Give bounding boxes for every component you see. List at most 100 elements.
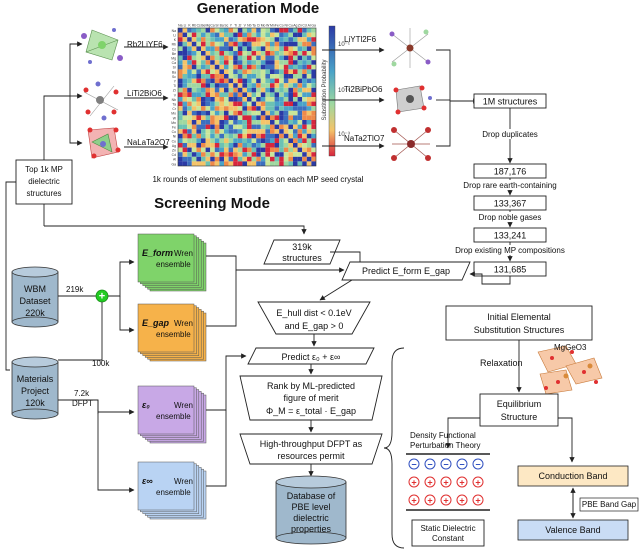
charge-symbol: − (427, 459, 432, 469)
heatmap-cell (306, 147, 312, 153)
heatmap-cell (205, 74, 211, 79)
heatmap-cell (242, 41, 247, 47)
heatmap-cell (233, 74, 238, 79)
heatmap-cell (187, 78, 192, 84)
heatmap-row-label: Co (172, 130, 176, 134)
heatmap-cell (293, 69, 298, 74)
heatmap-cell (191, 87, 197, 93)
heatmap-cell (214, 41, 220, 47)
positive-charge (456, 476, 468, 488)
heatmap-cell (256, 46, 261, 51)
heatmap-cell (191, 74, 197, 79)
heatmap-cell (265, 46, 270, 51)
charge-symbol: + (459, 495, 464, 505)
heatmap-cell (233, 147, 238, 153)
heatmap-cell (224, 143, 229, 148)
heatmap-cell (274, 92, 280, 97)
heatmap-col-label: Zn (298, 24, 302, 28)
heatmap-cell (288, 69, 293, 74)
heatmap-cell (270, 41, 275, 47)
seed-label-liti2bio6: LiTi2BiO6 (127, 89, 162, 98)
heatmap-cell (311, 46, 316, 51)
ensemble-egap-card (137, 303, 195, 353)
heatmap-cell (182, 41, 188, 47)
heatmap-cell (182, 97, 188, 102)
heatmap-cell (256, 101, 261, 107)
heatmap-cell (233, 161, 238, 166)
heatmap-cell (214, 87, 220, 93)
heatmap-cell (205, 147, 211, 153)
generated-crystal-1-image (389, 28, 431, 68)
negative-charge (408, 458, 420, 470)
heatmap-cell (219, 55, 224, 61)
heatmap-cell (233, 46, 238, 51)
heatmap-cell (270, 115, 275, 120)
heatmap-cell (306, 92, 312, 97)
heatmap-cell (178, 124, 183, 130)
heatmap-row-label: Mg (171, 57, 176, 61)
heatmap-cell (306, 32, 312, 38)
charge-symbol: + (443, 477, 448, 487)
heatmap-cell (288, 120, 293, 125)
heatmap-cell (297, 138, 303, 143)
heatmap-cell (219, 74, 224, 79)
dft-inset-bracket (383, 347, 405, 549)
heatmap-col-label: Ta (252, 24, 256, 28)
heatmap-row-label: Cr (172, 107, 176, 111)
heatmap-cell (219, 69, 224, 74)
heatmap-frame (177, 27, 317, 167)
branch-arrow-seed-3 (69, 96, 83, 146)
heatmap-cell (251, 156, 257, 162)
heatmap-cell (187, 133, 192, 139)
heatmap-cell (297, 83, 303, 88)
heatmap-cell (274, 101, 280, 107)
heatmap-cell (187, 120, 192, 125)
charge-symbol: + (411, 495, 416, 505)
heatmap-cell (251, 133, 257, 139)
heatmap-cell (196, 92, 201, 97)
heatmap-cell (247, 60, 252, 65)
heatmap-cell (219, 143, 224, 148)
heatmap-cell (237, 106, 243, 111)
heatmap-cell (251, 51, 257, 56)
heatmap-col-label: Y (230, 24, 233, 28)
heatmap-cell (191, 120, 197, 125)
heatmap-cell (256, 106, 261, 111)
heatmap-cell (224, 41, 229, 47)
heatmap-cell (279, 110, 284, 116)
heatmap-cell (306, 60, 312, 65)
heatmap-cell (251, 115, 257, 120)
heatmap-cell (251, 106, 257, 111)
heatmap-cell (265, 133, 270, 139)
heatmap-cell (283, 138, 289, 143)
heatmap-cell (201, 129, 206, 134)
wbm-line-1: WBM (24, 284, 46, 294)
heatmap-cell (219, 78, 224, 84)
ensemble-egap-name: Wren (174, 319, 193, 328)
heatmap-cell (251, 69, 257, 74)
heatmap-cell (251, 55, 257, 61)
top-mp-link-line (43, 95, 70, 160)
heatmap-cell (274, 106, 280, 111)
heatmap-cell (283, 161, 289, 166)
heatmap-row-label: W (173, 116, 177, 120)
heatmap-cell (247, 69, 252, 74)
heatmap-colorbar (328, 25, 336, 157)
heatmap-cell (279, 156, 284, 162)
heatmap-cell (302, 41, 307, 47)
heatmap-cell (214, 101, 220, 107)
heatmap-cell (196, 110, 201, 116)
heatmap-cell (201, 101, 206, 107)
heatmap-col-label: Ba (220, 24, 224, 28)
heatmap-cell (302, 161, 307, 166)
heatmap-cell (279, 147, 284, 153)
heatmap-cell (311, 133, 316, 139)
heatmap-cell (297, 147, 303, 153)
colorbar-label: Substitution Probability (322, 59, 328, 120)
heatmap-cell (191, 60, 197, 65)
heatmap-cell (191, 92, 197, 97)
heatmap-cell (219, 120, 224, 125)
heatmap-cell (233, 64, 238, 70)
heatmap-cell (205, 55, 211, 61)
colorbar-tick-3: 10⁻³ (338, 132, 350, 138)
